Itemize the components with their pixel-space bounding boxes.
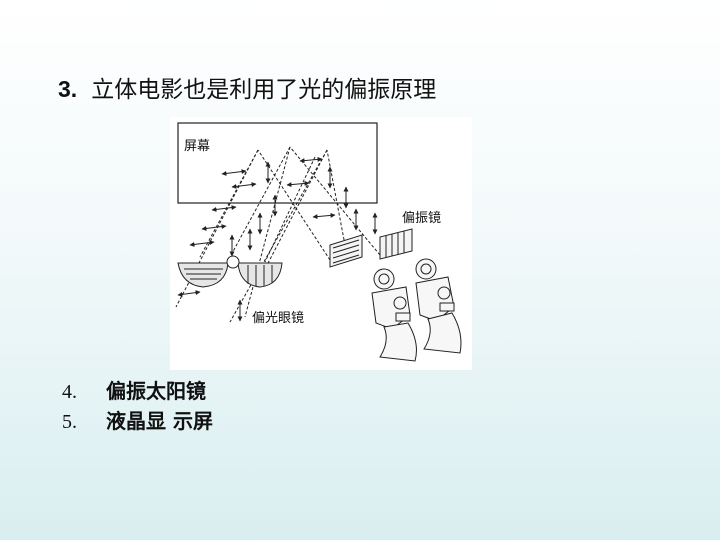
glasses-label: 偏光眼镜 (252, 311, 305, 326)
list-item-number: 4. (62, 381, 77, 403)
screen-rect (177, 122, 378, 204)
list-item-number: 5. (62, 411, 77, 433)
list-item-text: 偏振太阳镜 (106, 379, 206, 403)
projector-right (415, 258, 462, 354)
list-item: 4. 偏振太阳镜 (62, 377, 213, 407)
light-rays (175, 146, 381, 323)
polarization-arrows (177, 156, 378, 322)
slide-heading: 3. 立体电影也是利用了光的偏振原理 (58, 70, 436, 104)
heading-text: 立体电影也是利用了光的偏振原理 (91, 77, 437, 103)
list-item: 5. 液晶显 示屏 (62, 407, 213, 437)
heading-number: 3. (58, 76, 78, 102)
polarized-glasses (177, 255, 283, 288)
application-list: 4. 偏振太阳镜 5. 液晶显 示屏 (62, 377, 213, 437)
filter-left (329, 234, 363, 268)
stereo-film-diagram: 屏幕 偏振镜 偏光眼镜 (170, 117, 472, 370)
polarizer-label: 偏振镜 (402, 211, 442, 226)
list-item-text: 液晶显 示屏 (106, 409, 213, 433)
filter-right (379, 228, 413, 260)
diagram-drawing (175, 122, 462, 362)
projector-left (371, 268, 417, 362)
screen-label: 屏幕 (184, 139, 211, 154)
